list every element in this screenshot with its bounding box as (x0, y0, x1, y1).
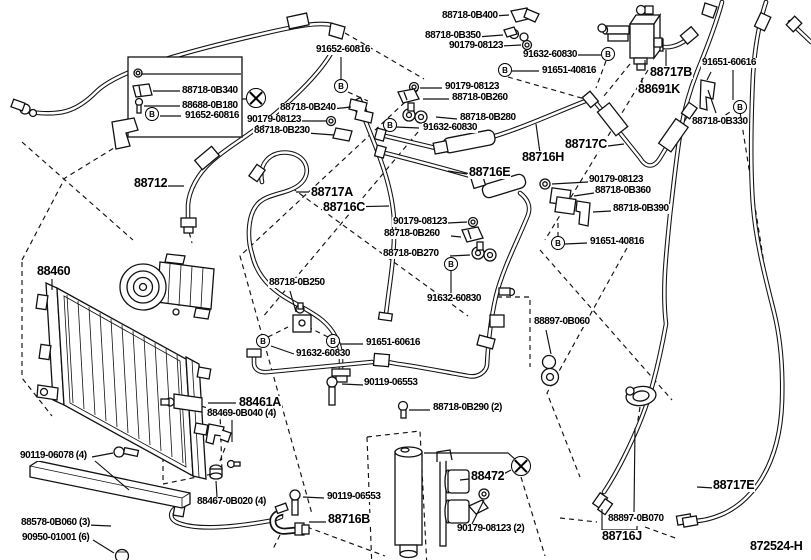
b-callout-icon: B (383, 118, 397, 132)
part-label: 91651-40816 (541, 65, 597, 77)
diagram-code: 872524-H (749, 539, 804, 553)
part-label: 88461A (238, 395, 282, 409)
part-label: 90119-06078 (4) (19, 450, 88, 462)
b-callout-icon: B (601, 47, 615, 61)
part-label: 91632-60830 (295, 348, 351, 360)
part-label: 88718-0B390 (612, 203, 670, 215)
part-label: 90179-08123 (392, 216, 448, 228)
compressor-art (119, 253, 215, 320)
part-label: 91651-40816 (589, 236, 645, 248)
b-callout-icon: B (444, 257, 458, 271)
part-label: 88718-0B290 (2) (432, 402, 503, 414)
part-label: 88718-0B250 (268, 277, 326, 289)
part-label: 88716B (327, 512, 371, 526)
part-label: 88718-0B360 (594, 185, 652, 197)
part-label: 88897-0B070 (607, 513, 665, 525)
part-label: 88716H (521, 150, 565, 164)
receiver-drier-art (394, 446, 490, 559)
part-label: 91632-60830 (422, 122, 478, 134)
part-label: 91651-60616 (365, 337, 421, 349)
part-label: 90119-06553 (363, 377, 419, 389)
part-label: 88472 (470, 469, 506, 483)
part-label: 91652-60816 (184, 110, 240, 122)
part-label: 88718-0B340 (181, 85, 239, 97)
part-label: 88718-0B270 (382, 248, 440, 260)
part-label: 91632-60830 (522, 49, 578, 61)
part-label: 88460 (36, 264, 72, 278)
part-label: 88716E (468, 165, 512, 179)
part-label: 91652-60816 (315, 44, 371, 56)
part-label: 90179-08123 (246, 114, 302, 126)
clip-and-bracket-parts (111, 7, 716, 560)
part-label: 88897-0B060 (533, 316, 591, 328)
dashed-construction-lines (21, 32, 767, 560)
part-label: 88469-0B040 (4) (206, 408, 277, 420)
part-label: 90179-08123 (444, 81, 500, 93)
part-label: 88691K (637, 82, 681, 96)
part-label: 90179-08123 (2) (456, 523, 526, 535)
part-label: 90119-06553 (326, 491, 382, 503)
condenser-art (35, 281, 212, 480)
part-label: 88718-0B240 (279, 102, 337, 114)
part-label: 90179-08123 (448, 40, 504, 52)
part-label: 91651-60616 (701, 57, 757, 69)
part-label: 88718-0B330 (691, 116, 749, 128)
b-callout-icon: B (256, 334, 270, 348)
crossref-x-icon (246, 88, 266, 108)
part-label: 88718-0B280 (459, 112, 517, 124)
crossref-x-icon (511, 456, 531, 476)
part-label: 88718-0B230 (253, 125, 311, 137)
part-label: 88578-0B060 (3) (20, 517, 91, 529)
b-callout-icon: B (551, 236, 565, 250)
part-label: 88717A (310, 185, 354, 199)
part-label: 88716J (601, 529, 643, 543)
vapor-valve-assembly-art (597, 4, 663, 71)
part-label: 90950-01001 (6) (21, 532, 91, 544)
part-label: 88718-0B260 (451, 92, 509, 104)
part-label: 88717C (564, 137, 608, 151)
part-label: 88688-0B180 (181, 100, 239, 112)
b-callout-icon: B (145, 107, 159, 121)
part-label: 88716C (322, 200, 366, 214)
part-label: 88718-0B260 (383, 228, 441, 240)
part-label: 90179-08123 (588, 174, 644, 186)
b-callout-icon: B (334, 79, 348, 93)
part-label: 88467-0B020 (4) (196, 496, 267, 508)
b-callout-icon: B (733, 100, 747, 114)
part-label: 91632-60830 (426, 293, 482, 305)
b-callout-icon: B (498, 63, 512, 77)
part-label: 88717B (649, 65, 693, 79)
part-label: 88712 (133, 176, 169, 190)
part-label: 88717E (712, 478, 756, 492)
part-label: 88718-0B400 (441, 10, 499, 22)
b-callout-icon: B (326, 334, 340, 348)
part-label: 88718-0B350 (424, 30, 482, 42)
